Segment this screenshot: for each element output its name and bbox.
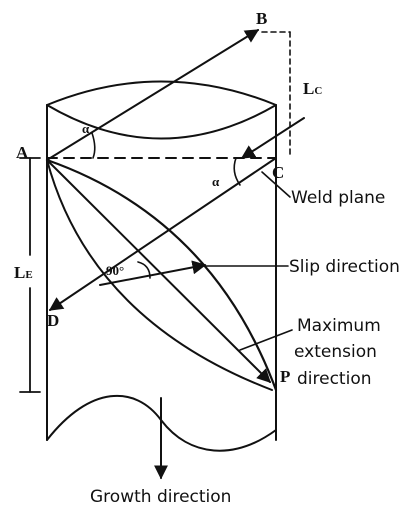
alpha-side-label: α <box>212 174 220 189</box>
point-d-label: D <box>47 311 59 330</box>
lc-label-main: L <box>303 79 314 98</box>
point-b-label: B <box>256 9 267 28</box>
cylinder-top-front-arc <box>46 104 277 140</box>
point-p-label: P <box>280 367 290 386</box>
line-c-to-d <box>48 157 277 311</box>
right-angle-arc <box>137 261 151 279</box>
max-extension-line1: Maximum <box>297 316 381 336</box>
alpha-top-label: α <box>82 121 90 136</box>
slip-direction-arrow <box>99 260 207 286</box>
lc-arrow <box>240 117 305 159</box>
weld-plane-leader <box>261 171 291 198</box>
weld-plane-annotation: Weld plane <box>291 188 385 208</box>
alpha-side-arc <box>233 157 241 186</box>
right-angle-label: 90° <box>106 263 124 278</box>
max-extension-line3: direction <box>297 369 372 389</box>
le-label-sub: E <box>25 269 32 281</box>
max-extension-line <box>46 159 271 383</box>
point-c-label: C <box>272 163 284 182</box>
slip-plane-lower-arc <box>46 159 273 391</box>
alpha-top-arc <box>91 132 96 159</box>
max-extension-leader <box>239 329 293 351</box>
cylinder-top-back-arc <box>46 80 277 106</box>
le-label-main: L <box>14 263 25 282</box>
max-extension-line2: extension <box>294 342 377 362</box>
line-a-to-b <box>46 29 260 161</box>
slip-plane-upper-arc <box>45 158 278 392</box>
le-label: LE <box>14 263 33 282</box>
lc-label-sub: C <box>314 85 322 97</box>
growth-direction-annotation: Growth direction <box>90 487 231 507</box>
slip-direction-annotation: Slip direction <box>289 257 400 277</box>
point-a-label: A <box>16 143 29 162</box>
lc-label: LC <box>303 79 322 98</box>
